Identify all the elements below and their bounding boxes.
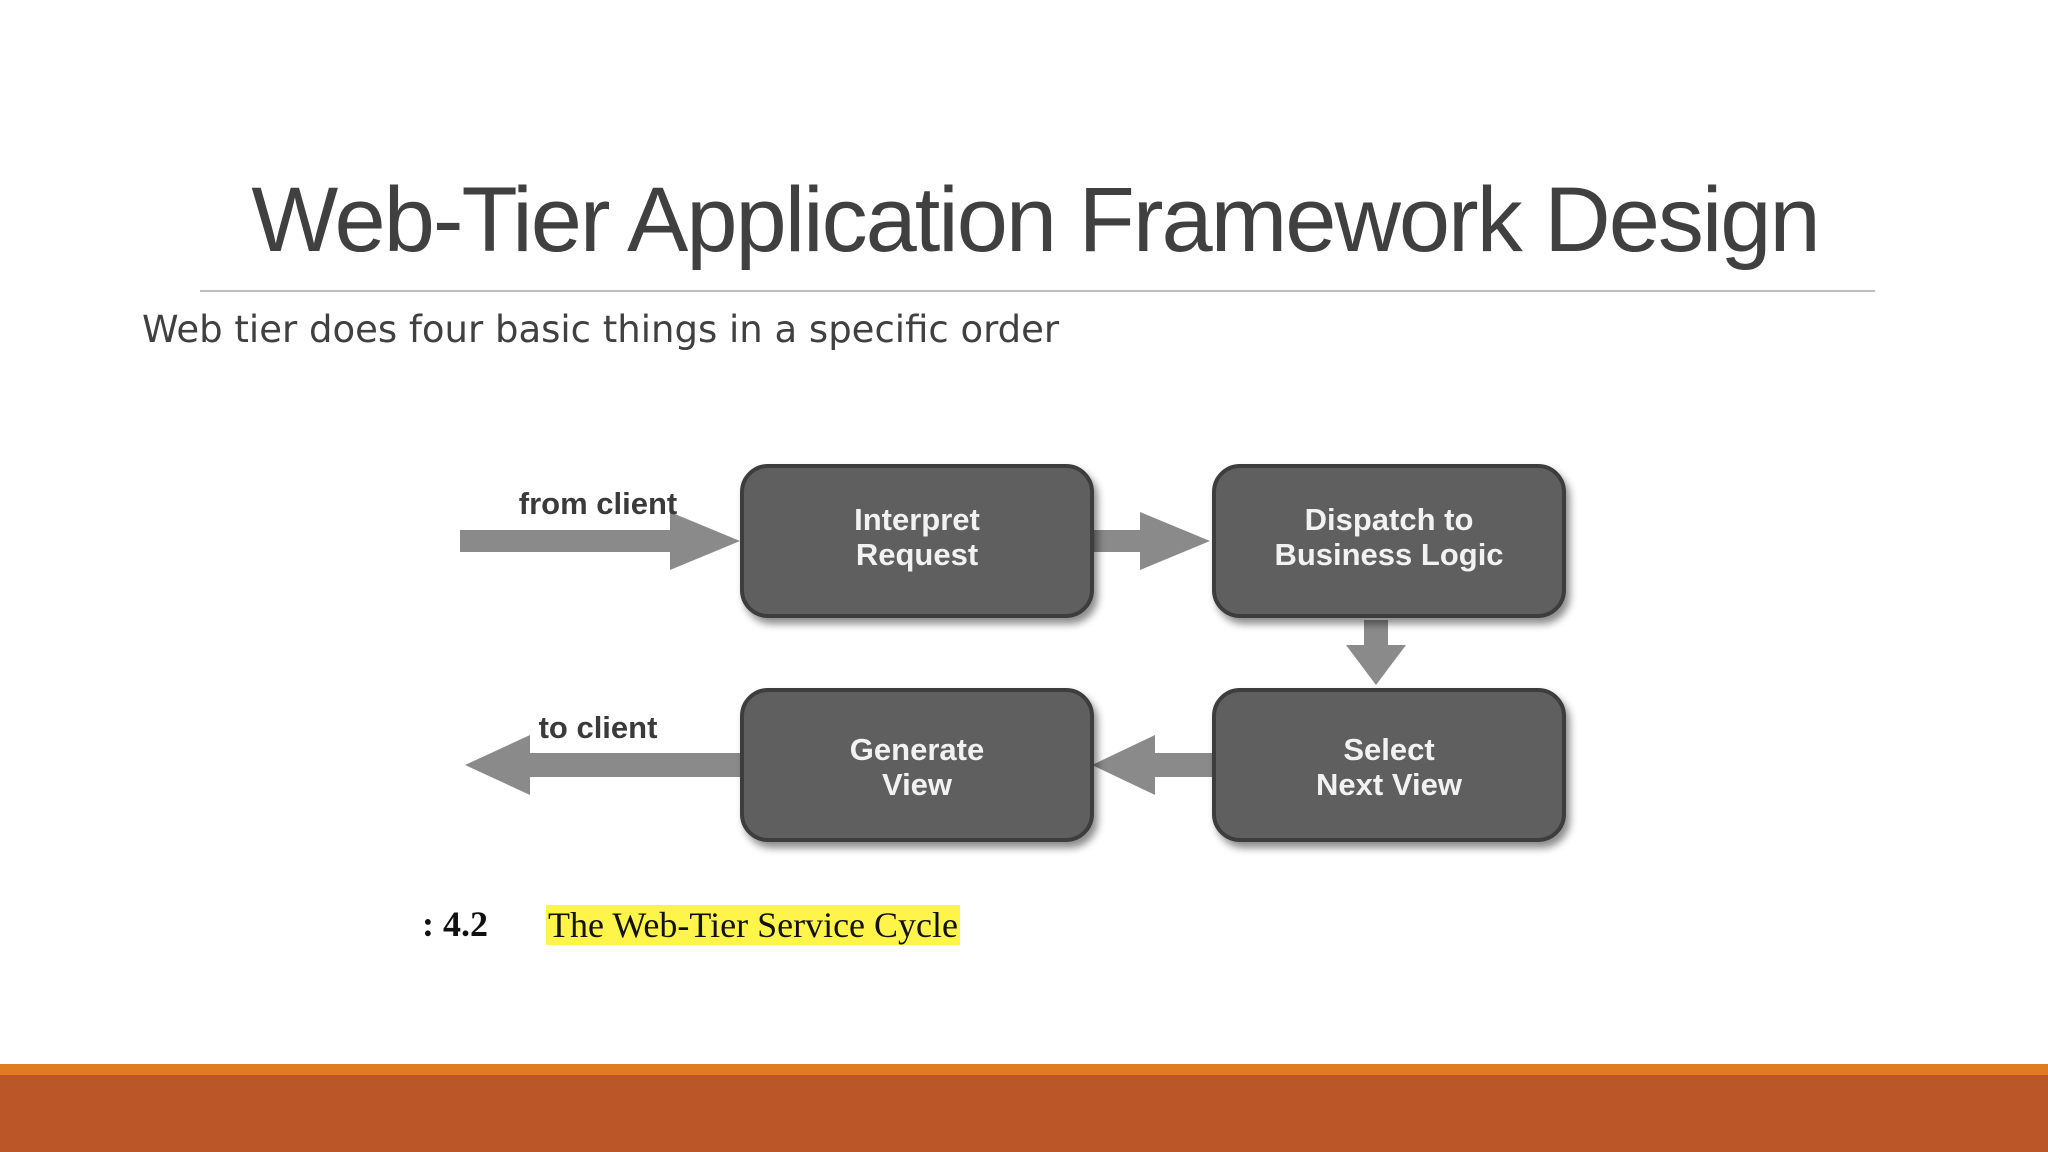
box-dispatch-line1: Dispatch to: [1305, 502, 1474, 537]
box-interpret-line2: Request: [856, 537, 978, 572]
figure-caption: The Web-Tier Service Cycle: [546, 905, 960, 945]
service-cycle-diagram: from client to client: [440, 440, 1590, 880]
box-interpret-line1: Interpret: [854, 502, 980, 537]
box-generate-line2: View: [882, 767, 953, 802]
from-client-label: from client: [519, 486, 677, 521]
title-divider: [200, 290, 1875, 292]
box-dispatch-business-logic: Dispatch to Business Logic: [1212, 464, 1566, 618]
box-dispatch-line2: Business Logic: [1274, 537, 1503, 572]
box-generate-line1: Generate: [850, 732, 984, 767]
diagram-canvas: from client to client: [460, 464, 1566, 842]
box-select-line2: Next View: [1316, 767, 1463, 802]
slide-title: Web-Tier Application Framework Design: [251, 169, 1820, 271]
box-interpret-request: Interpret Request: [740, 464, 1094, 618]
figure-number: : 4.2: [422, 904, 488, 944]
to-client-label: to client: [539, 710, 658, 745]
arrow-from-client: [460, 512, 740, 570]
box-generate-view: Generate View: [740, 688, 1094, 842]
arrow-dispatch-to-select: [1346, 620, 1406, 685]
arrow-to-client: [465, 735, 742, 795]
footer-bar: [0, 1075, 2048, 1152]
arrow-interpret-to-dispatch: [1092, 512, 1210, 570]
box-select-next-view: Select Next View: [1212, 688, 1566, 842]
slide-subtitle: Web tier does four basic things in a spe…: [142, 308, 1060, 351]
footer-accent-line: [0, 1064, 2048, 1075]
box-select-line1: Select: [1343, 732, 1434, 767]
arrow-select-to-generate: [1092, 735, 1215, 795]
